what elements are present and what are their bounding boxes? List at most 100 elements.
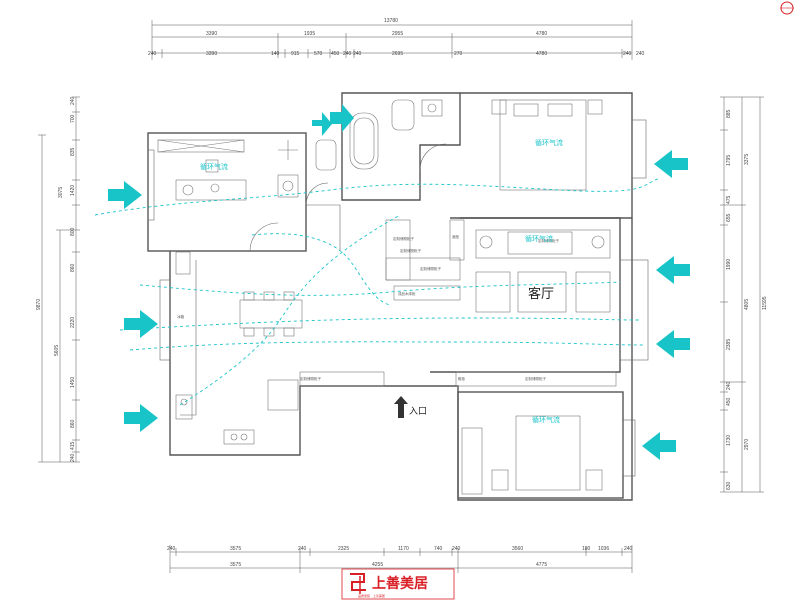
dim-left-3: 835 [70, 147, 76, 156]
inlet-arrows [108, 104, 690, 460]
dim-top-total: 13780 [384, 18, 398, 24]
label-storage-5: 定制储物柜子 [538, 238, 559, 243]
label-storage-1: 定制储物柜子 [393, 236, 414, 241]
kitchen-sink [175, 394, 193, 420]
dim-right-1: 885 [726, 109, 732, 118]
flow-label-bottom: 循环气流 [532, 415, 560, 424]
dim-top2-l: 240 [623, 51, 632, 57]
corridor-cabinet [299, 371, 385, 387]
dim-bottom2-b: 4255 [372, 562, 383, 568]
sofa-left [475, 271, 511, 313]
dim-bottom-a: 240 [167, 546, 176, 552]
air-inlet-arrow-icon [108, 181, 142, 209]
label-bed-cabinet: 成品木床柜 [398, 291, 416, 296]
dim-right-7: 240 [726, 381, 732, 390]
dim-left-1: 240 [70, 96, 76, 105]
sofa-right [575, 271, 611, 313]
dim-right-3: 475 [726, 195, 732, 204]
dim-bottom-i: 180 [582, 546, 591, 552]
dim-left-10: 415 [70, 441, 76, 450]
label-storage-4: 定制储物柜子 [525, 376, 546, 381]
dim-top2-d: 915 [291, 51, 300, 57]
window-bottom-right [622, 419, 636, 477]
outer-walls [169, 218, 633, 501]
dim-top2-b: 3390 [206, 51, 217, 57]
toilet [391, 99, 415, 131]
display-cabinet [393, 285, 461, 301]
dim-bottom-k: 240 [624, 546, 633, 552]
dim-top2-c: 140 [271, 51, 280, 57]
window-top-right [631, 119, 647, 179]
dim-bottom-e: 1170 [398, 546, 409, 552]
flow-label-living: 循环气流 [525, 234, 553, 243]
corner-mark-icon [780, 1, 794, 15]
dim-bottom-d: 2325 [338, 546, 349, 552]
study-chair-1 [182, 184, 194, 196]
dim-top-2: 1935 [304, 31, 315, 37]
dim-bottom-g: 240 [452, 546, 461, 552]
dim-right-outer-3: 2970 [744, 439, 750, 450]
wine-cabinet [449, 219, 465, 261]
flow-label-master: 循环气流 [535, 138, 563, 147]
dim-bottom-f: 740 [434, 546, 443, 552]
label-shoe: 鞋柜 [458, 376, 466, 381]
air-inlet-arrow-icon [642, 432, 676, 460]
dim-bottom-c: 240 [298, 546, 307, 552]
left-dimensions [38, 96, 80, 463]
right-dimensions [720, 96, 764, 493]
dim-left-2: 700 [70, 114, 76, 123]
sink [421, 99, 443, 117]
bottom-bed [515, 415, 581, 491]
dim-right-outer-2: 4805 [744, 299, 750, 310]
dim-top2-e: 570 [314, 51, 323, 57]
flow-label-study: 循环气流 [200, 162, 228, 171]
dining-table [239, 299, 303, 329]
nightstand-right [587, 99, 603, 115]
study-chair-2 [210, 183, 220, 193]
walls [147, 92, 649, 501]
dim-left-mid: 3075 [58, 187, 64, 198]
door-arc-study [249, 222, 279, 252]
dim-top2-m: 240 [636, 51, 645, 57]
dim-left-9: 860 [70, 419, 76, 428]
dim-left-outer-2: 5605 [54, 345, 60, 356]
furniture [157, 99, 617, 495]
study-cabinet [157, 139, 245, 153]
nightstand-bottom-right [585, 469, 603, 491]
kitchen-cabinet [267, 379, 299, 411]
dim-top-1: 3390 [206, 31, 217, 37]
air-inlet-arrow-icon [656, 330, 690, 358]
label-wine: 酒柜 [452, 234, 460, 239]
dim-left-4: 1420 [70, 185, 76, 196]
dim-right-2: 1795 [726, 155, 732, 166]
dim-right-9: 1730 [726, 435, 732, 446]
dim-right-outer-4: 11595 [762, 296, 768, 310]
brand-logo: 上善美居 品质家装 · 上善美居 [341, 568, 455, 600]
kitchen-inner-wall [180, 260, 197, 416]
dim-right-5: 1990 [726, 259, 732, 270]
dim-right-8: 450 [726, 397, 732, 406]
entry-label: 入口 [409, 406, 427, 417]
dim-bottom-j: 1036 [598, 546, 609, 552]
entry-arrow-icon [394, 396, 408, 418]
window-study [147, 149, 155, 221]
tv-cabinet [475, 229, 611, 259]
dim-top-3: 2955 [392, 31, 403, 37]
bottom-bedroom-walls [457, 391, 624, 499]
dim-top2-j: 270 [454, 51, 463, 57]
dim-top2-a: 240 [148, 51, 157, 57]
coffee-table [517, 271, 567, 313]
label-storage-6: 定制储物柜子 [400, 248, 421, 253]
corridor-wall [306, 204, 341, 251]
stove [223, 429, 255, 445]
dim-left-7: 2220 [70, 317, 76, 328]
wardrobe [461, 427, 483, 495]
master-bed [499, 99, 587, 191]
toilet-2 [315, 139, 337, 171]
nightstand-left [491, 99, 507, 115]
dim-right-outer-1: 3375 [744, 154, 750, 165]
bottom-dimensions [169, 545, 633, 573]
hall-cabinet [455, 371, 617, 387]
dim-top2-i: 2695 [392, 51, 403, 57]
